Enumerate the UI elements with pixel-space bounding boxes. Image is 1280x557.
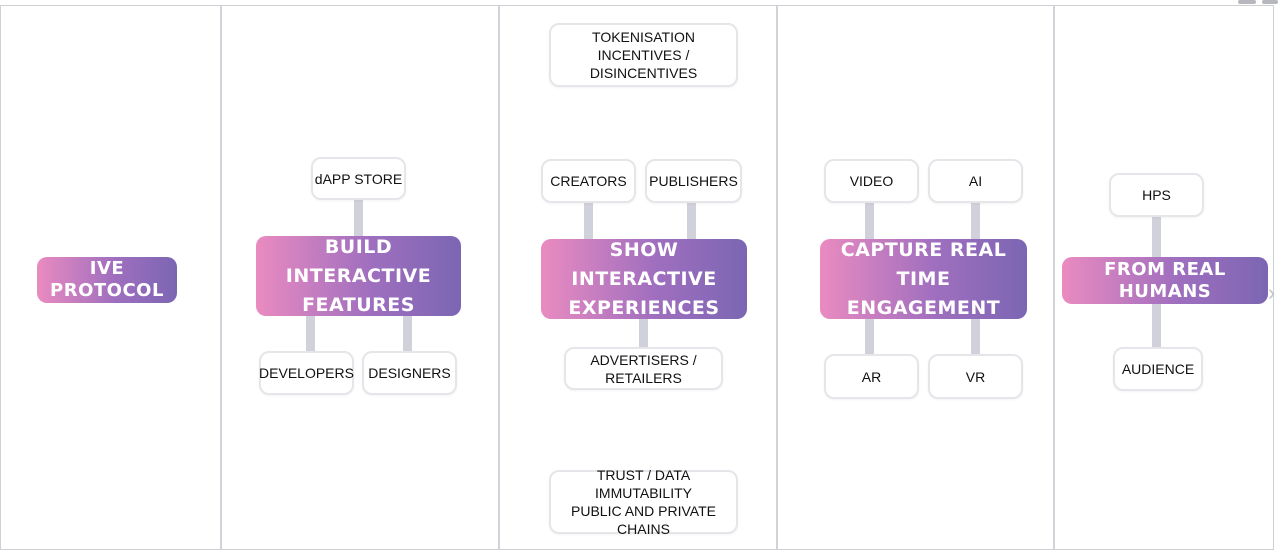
node-video: VIDEO xyxy=(824,159,919,203)
node-vr: VR xyxy=(928,354,1023,399)
note-line: PUBLIC AND PRIVATE CHAINS xyxy=(571,503,716,537)
connector xyxy=(354,198,363,238)
corner-control[interactable] xyxy=(1238,0,1256,4)
stage-title-line: CAPTURE REAL TIME xyxy=(840,238,1007,290)
stage-title-line: EXPERIENCES xyxy=(568,296,720,319)
node-label: ADVERTISERS / RETAILERS xyxy=(590,351,697,386)
connector xyxy=(1152,215,1161,259)
node-label: DESIGNERS xyxy=(368,365,451,381)
corner-control[interactable] xyxy=(1262,0,1278,4)
note-line: TRUST / DATA IMMUTABILITY xyxy=(595,467,692,501)
note-tokenisation: TOKENISATION INCENTIVES / DISINCENTIVES xyxy=(549,23,738,87)
note-line: TOKENISATION xyxy=(592,29,695,45)
stage-from-real-humans: FROM REAL HUMANS xyxy=(1062,257,1268,304)
stage-title-line: FEATURES xyxy=(302,293,415,316)
node-label: AI xyxy=(968,173,983,189)
stage-build-interactive-features: BUILD INTERACTIVE FEATURES xyxy=(256,236,461,316)
column-divider xyxy=(220,5,222,550)
node-label: DEVELOPERS xyxy=(259,365,354,381)
connector xyxy=(865,201,874,241)
node-ai: AI xyxy=(928,159,1023,203)
note-line: INCENTIVES / DISINCENTIVES xyxy=(589,47,698,81)
connector xyxy=(306,314,315,352)
column-divider xyxy=(498,5,500,550)
node-label: VIDEO xyxy=(849,173,894,189)
column-divider xyxy=(1053,5,1055,550)
column-divider xyxy=(776,5,778,550)
node-label: AUDIENCE xyxy=(1121,361,1195,377)
node-label: VR xyxy=(965,368,986,385)
connector xyxy=(865,317,874,356)
node-label: CREATORS xyxy=(550,173,627,189)
node-label: PUBLISHERS xyxy=(649,173,738,189)
node-audience: AUDIENCE xyxy=(1113,347,1203,391)
connector xyxy=(639,317,648,349)
stage-show-interactive-experiences: SHOW INTERACTIVE EXPERIENCES xyxy=(541,239,747,319)
node-label: dAPP STORE xyxy=(314,170,403,187)
node-hps: HPS xyxy=(1109,173,1204,217)
node-advertisers-retailers: ADVERTISERS / RETAILERS xyxy=(564,347,723,390)
node-label: AR xyxy=(861,368,882,385)
node-dapp-store: dAPP STORE xyxy=(311,157,406,200)
node-label: HPS xyxy=(1142,187,1171,203)
stage-title-line: BUILD INTERACTIVE xyxy=(285,235,432,287)
connector xyxy=(1152,302,1161,349)
connector xyxy=(687,201,696,241)
node-ar: AR xyxy=(824,354,919,399)
node-creators: CREATORS xyxy=(541,159,636,203)
chevron-right-icon[interactable]: › xyxy=(1268,280,1276,305)
chevron-left-icon[interactable]: ‹ xyxy=(0,282,1,304)
note-trust-data-immutability: TRUST / DATA IMMUTABILITY PUBLIC AND PRI… xyxy=(549,467,738,537)
node-designers: DESIGNERS xyxy=(362,351,457,395)
node-publishers: PUBLISHERS xyxy=(645,159,742,203)
connector xyxy=(403,314,412,352)
hub-ive-protocol: IVE PROTOCOL xyxy=(37,257,177,303)
stage-capture-real-time-engagement: CAPTURE REAL TIME ENGAGEMENT xyxy=(820,239,1027,319)
node-developers: DEVELOPERS xyxy=(259,351,354,395)
connector xyxy=(584,201,593,241)
hub-label: IVE PROTOCOL xyxy=(50,258,164,301)
stage-title: FROM REAL HUMANS xyxy=(1104,258,1226,302)
stage-title-line: SHOW INTERACTIVE xyxy=(571,238,717,290)
stage-title-line: ENGAGEMENT xyxy=(846,296,1001,319)
connector xyxy=(971,317,980,356)
connector xyxy=(971,201,980,241)
